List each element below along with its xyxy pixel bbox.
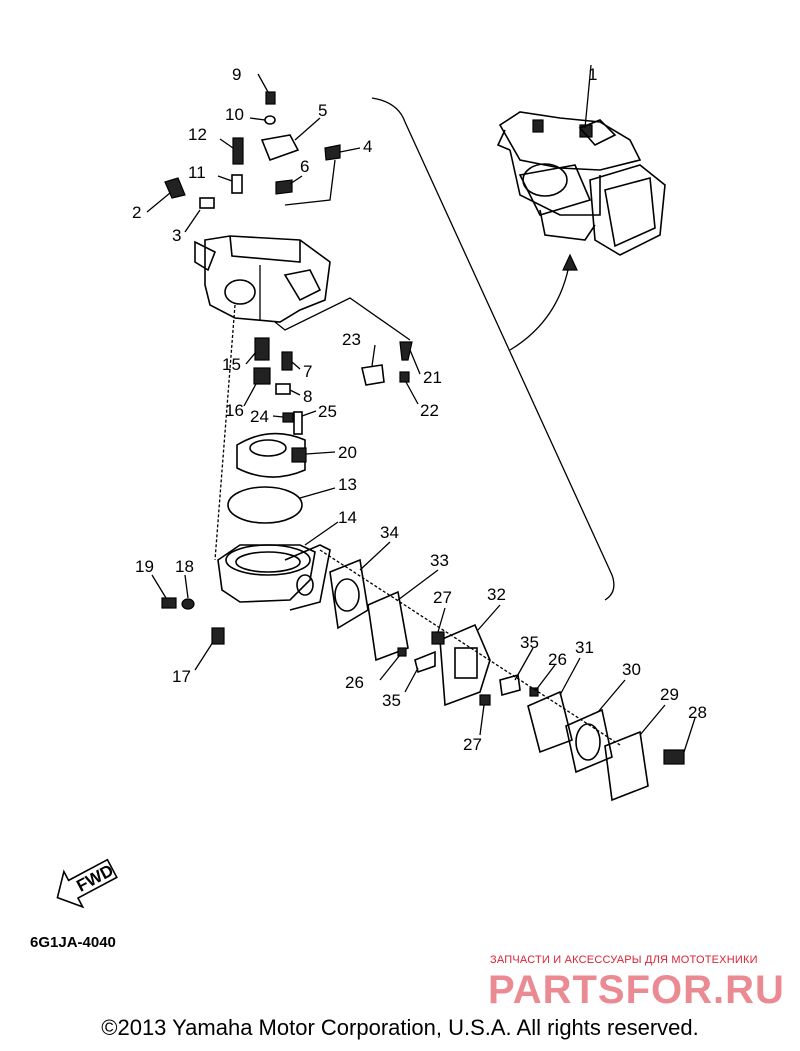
assembly-bracket (371, 97, 615, 601)
assembled-carburetor-illustration (496, 111, 666, 256)
callout-32: 32 (487, 585, 506, 604)
callout-5: 5 (318, 101, 327, 120)
callout-4: 4 (363, 137, 372, 156)
callout-26-left: 26 (345, 673, 364, 692)
callout-6: 6 (300, 157, 309, 176)
callout-31: 31 (575, 638, 594, 657)
callout-20: 20 (338, 443, 357, 462)
copyright-notice: ©2013 Yamaha Motor Corporation, U.S.A. A… (101, 1015, 699, 1040)
callout-8: 8 (303, 387, 312, 406)
assembly-arrow (509, 259, 571, 351)
callout-10: 10 (225, 105, 244, 124)
part-code: 6G1JA-4040 (30, 934, 116, 951)
leader-lines (146, 64, 696, 753)
callout-17: 17 (172, 667, 191, 686)
callout-30: 30 (622, 660, 641, 679)
callout-27-top: 27 (433, 588, 452, 607)
callout-33: 33 (430, 551, 449, 570)
callout-18: 18 (175, 557, 194, 576)
watermark-brand: PARTSFOR.RU (488, 968, 785, 1012)
callout-34: 34 (380, 523, 399, 542)
callout-9: 9 (232, 65, 241, 84)
callout-7: 7 (303, 362, 312, 381)
forward-direction-icon: FWD (56, 858, 118, 909)
callout-26-right: 26 (548, 650, 567, 669)
callout-22: 22 (420, 401, 439, 420)
callout-23: 23 (342, 330, 361, 349)
callout-19: 19 (135, 557, 154, 576)
callout-16: 16 (225, 401, 244, 420)
callout-labels: 1 2 3 4 5 6 7 8 9 10 11 12 13 14 15 16 1… (132, 65, 707, 754)
float-chamber (217, 544, 331, 611)
callout-29: 29 (660, 685, 679, 704)
callout-24: 24 (250, 407, 269, 426)
callout-3: 3 (172, 226, 181, 245)
callout-15: 15 (222, 355, 241, 374)
assembly-arrowhead (562, 253, 578, 271)
callout-11: 11 (188, 163, 206, 182)
callout-14: 14 (338, 508, 357, 527)
callout-13: 13 (338, 475, 357, 494)
fuel-pump-parts (329, 558, 685, 802)
carburetor-body (194, 235, 331, 323)
callout-21: 21 (423, 368, 442, 387)
callout-35-right: 35 (520, 633, 539, 652)
float-chamber-gasket (227, 486, 303, 524)
callout-12: 12 (188, 125, 207, 144)
callout-25: 25 (318, 402, 337, 421)
callout-35-left: 35 (382, 691, 401, 710)
callout-2: 2 (132, 203, 141, 222)
watermark-subtitle: ЗАПЧАСТИ И АКСЕССУАРЫ ДЛЯ МОТОТЕХНИКИ (490, 954, 758, 966)
callout-1: 1 (588, 65, 597, 84)
callout-28: 28 (688, 703, 707, 722)
float (236, 432, 307, 478)
small-parts (161, 91, 413, 645)
callout-27-bottom: 27 (463, 735, 482, 754)
